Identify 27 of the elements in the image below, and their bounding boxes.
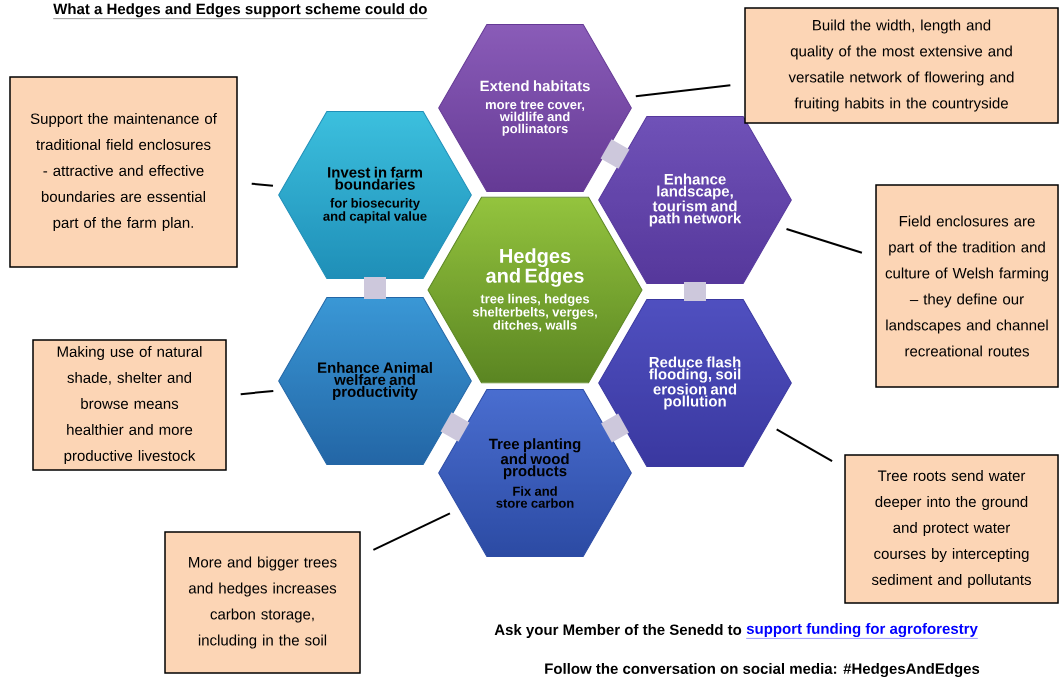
leader-line: [250, 182, 274, 187]
connector-band: [684, 281, 706, 302]
hexagon: Reduce flash flooding, soil erosion and pollution: [598, 299, 792, 467]
link: support funding for agroforestry: [746, 623, 979, 639]
leader-line: [785, 227, 863, 254]
hexagon: Tree planting and wood products Fix and store carbon: [438, 389, 632, 557]
connector-band: [600, 139, 630, 169]
connector-band: [601, 413, 629, 443]
callout-box: Making use of natural shade, shelter and browse means healthier and more productive livestock: [32, 339, 227, 471]
leader-line: [775, 428, 834, 463]
hexagon: Extend habitats more tree cover, wildlife and pollinators: [438, 24, 632, 192]
callout-box: Field enclosures are part of the tradition and culture of Welsh farming – they define our landscapes and channel recreational routes: [875, 184, 1059, 388]
leader-line: [239, 389, 275, 396]
leader-line: [634, 84, 732, 98]
hashtag-line: Follow the conversation on social media: #HedgesAndEdges: [545, 663, 980, 677]
hexagon: Invest in farm boundaries for biosecurity and capital value: [278, 111, 472, 279]
callout-box: Tree roots send water deeper into the ground and protect water courses by intercepting sediment and pollutants: [844, 454, 1059, 604]
leader-line: [372, 512, 451, 551]
callout-box: Build the width, length and quality of the most extensive and versatile network of flowering and fruiting habits in the countryside: [744, 7, 1059, 124]
callout-box: More and bigger trees and hedges increases carbon storage, including in the soil: [164, 531, 361, 674]
call-to-action: Ask your Member of the Senedd to: [494, 624, 742, 638]
connector-band: [440, 412, 470, 442]
title: What a Hedges and Edges support scheme could do: [53, 3, 428, 19]
callout-box: Support the maintenance of traditional field enclosures - attractive and effective boundaries are essential part of the farm plan.: [9, 76, 238, 268]
hexagon: Enhance landscape, tourism and path network: [598, 116, 792, 284]
connector-band: [364, 276, 386, 300]
hexagon: Enhance Animal welfare and productivity: [278, 297, 472, 465]
